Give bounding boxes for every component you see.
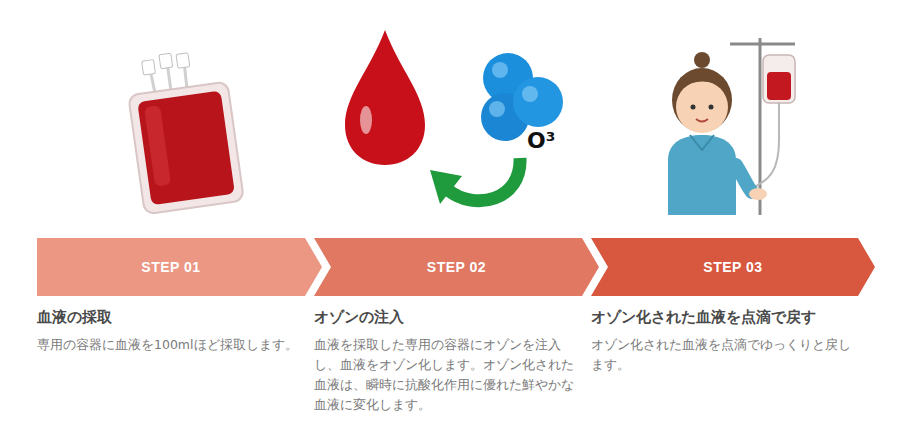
step-number: STEP 03 xyxy=(608,238,858,296)
step-chevron: STEP 01血液の採取専用の容器に血液を100mlほど採取します。 xyxy=(37,238,322,296)
iv-blood xyxy=(767,72,791,100)
chevron-fill xyxy=(591,238,875,296)
bag-port xyxy=(142,60,156,76)
hair xyxy=(672,68,732,132)
step-number: STEP 02 xyxy=(331,238,582,296)
blood-bag xyxy=(123,46,244,214)
chevron-fill xyxy=(314,238,599,296)
sleeve xyxy=(736,165,752,192)
fringe xyxy=(676,75,728,96)
hair-bun xyxy=(694,52,710,68)
step-chevron: STEP 03オゾン化された血液を点滴で戻すオゾン化された血液を点滴でゆっくりと… xyxy=(591,238,875,296)
iv-bag xyxy=(763,55,795,103)
bag-port xyxy=(176,53,190,69)
eye xyxy=(709,105,714,110)
step-number: STEP 01 xyxy=(37,238,305,296)
iv-tube xyxy=(752,103,779,188)
blood-drop xyxy=(345,30,425,165)
bag-blood xyxy=(137,91,235,206)
iv-bar xyxy=(730,43,795,46)
hand xyxy=(749,188,767,200)
atom-shine xyxy=(492,62,508,78)
mouth xyxy=(696,119,708,122)
atom-shine xyxy=(489,101,505,117)
bag-port xyxy=(159,53,173,69)
step-description: 血液を採取した専用の容器にオゾンを注入し、血液をオゾン化します。オゾン化された血… xyxy=(314,335,586,415)
eye xyxy=(691,105,696,110)
step-heading: オゾン化された血液を点滴で戻す xyxy=(591,308,816,327)
shirt xyxy=(668,135,736,215)
green-arrow-head xyxy=(430,170,462,204)
bag-body xyxy=(128,82,244,215)
step-chevron: STEP 02オゾンの注入血液を採取した専用の容器にオゾンを注入し、血液をオゾン… xyxy=(314,238,599,296)
step-description: 専用の容器に血液を100mlほど採取します。 xyxy=(37,335,309,355)
atom-shine xyxy=(522,86,538,102)
collar xyxy=(690,135,714,150)
face xyxy=(676,81,728,133)
drop-shine xyxy=(360,106,372,134)
step-description: オゾン化された血液を点滴でゆっくりと戻します。 xyxy=(591,335,863,375)
ozone-atom xyxy=(513,77,563,127)
step-heading: オゾンの注入 xyxy=(314,308,404,327)
step-heading: 血液の採取 xyxy=(37,308,112,327)
chevron-fill xyxy=(37,238,322,296)
bag-shine xyxy=(144,105,171,186)
ozone-formula: O³ xyxy=(527,128,555,153)
